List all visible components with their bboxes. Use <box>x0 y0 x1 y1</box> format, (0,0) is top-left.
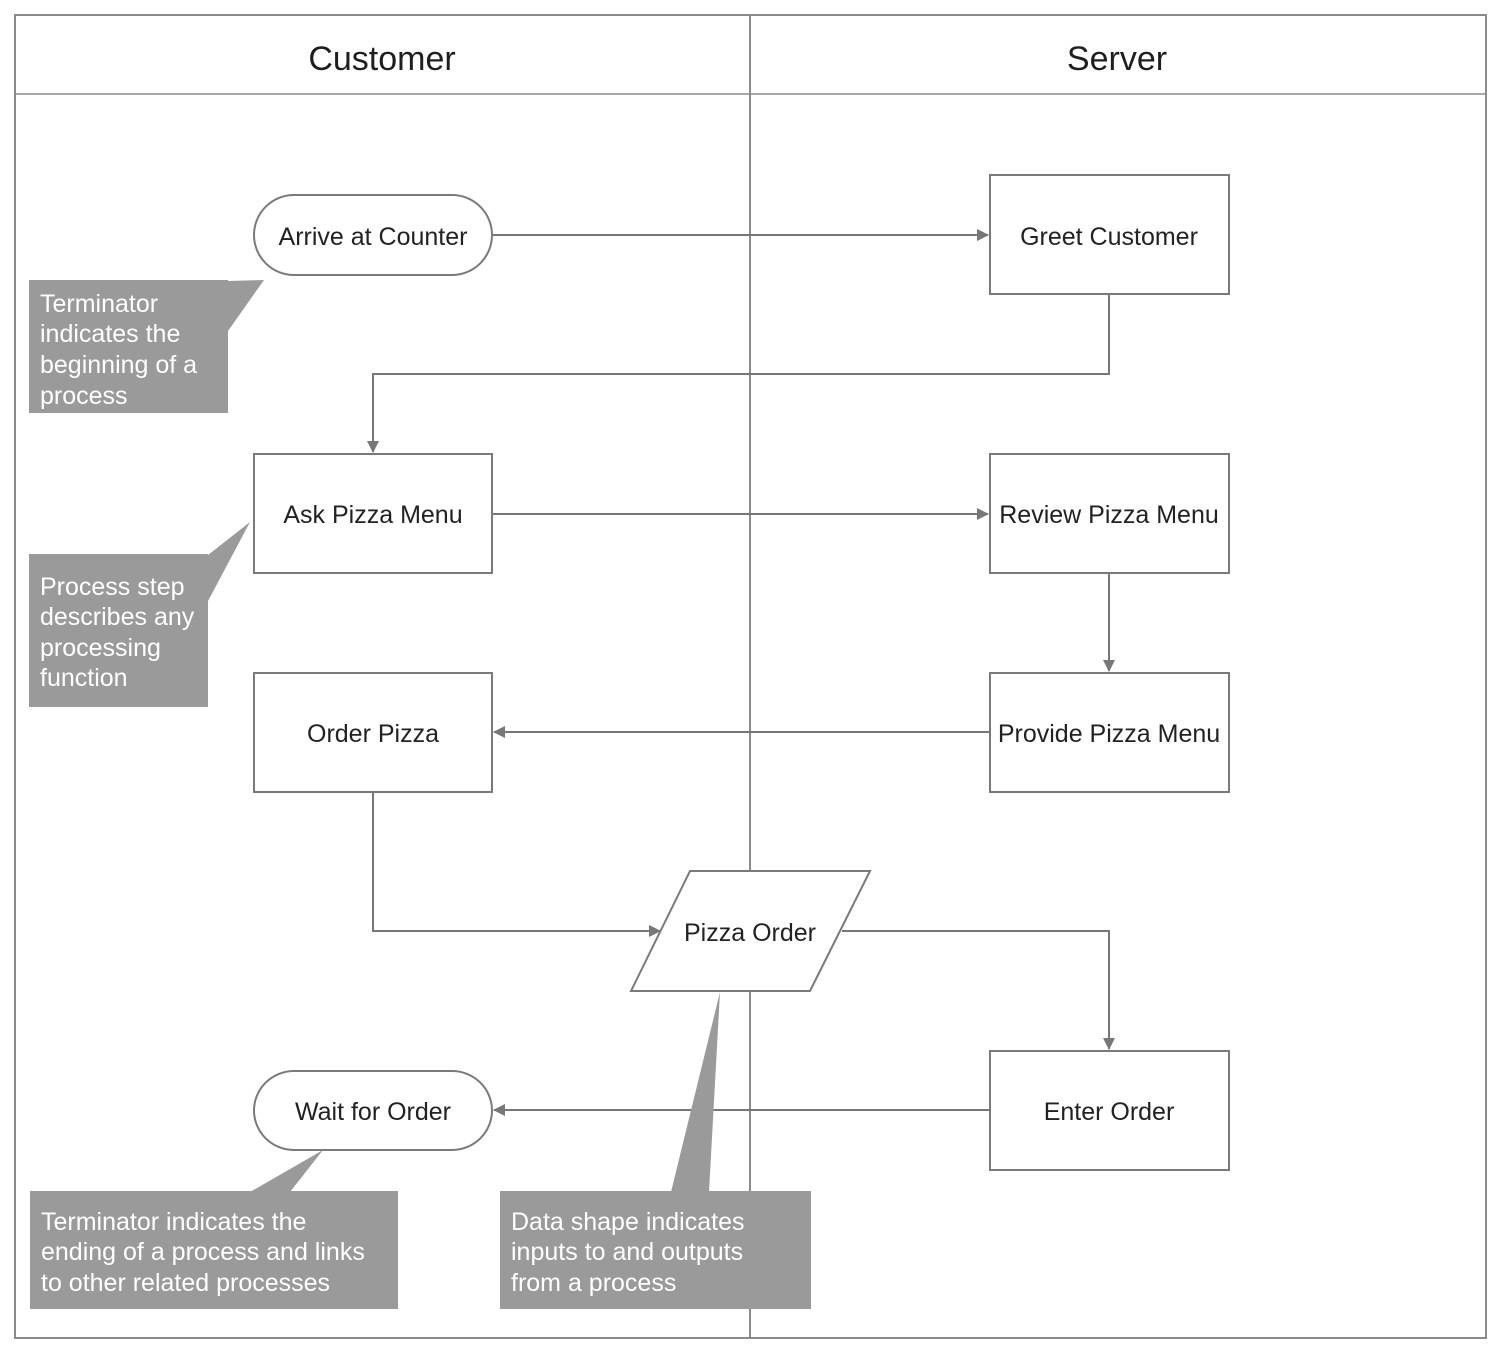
connector-order-to-data <box>372 792 661 937</box>
node-label: Order Pizza <box>307 720 439 748</box>
callout-process-step: Process step describes any processing fu… <box>29 522 250 707</box>
callout-data-shape: Data shape indicates inputs to and outpu… <box>500 992 811 1309</box>
node-review-pizza-menu[interactable]: Review Pizza Menu <box>989 453 1230 574</box>
connector-data-to-enter <box>842 930 1115 1050</box>
callout-terminator-end: Terminator indicates the ending of a pro… <box>30 1150 398 1309</box>
callout-pointer <box>250 1150 323 1192</box>
node-order-pizza[interactable]: Order Pizza <box>253 672 493 793</box>
node-arrive-at-counter[interactable]: Arrive at Counter <box>253 194 493 276</box>
node-enter-order[interactable]: Enter Order <box>989 1050 1230 1171</box>
node-label: Provide Pizza Menu <box>998 720 1220 748</box>
node-label: Wait for Order <box>295 1098 451 1126</box>
connectors <box>367 229 1115 1116</box>
callout-text: Process step describes any processing fu… <box>40 573 201 692</box>
terminator-shape <box>253 1070 493 1151</box>
node-provide-pizza-menu[interactable]: Provide Pizza Menu <box>989 672 1230 793</box>
callout-box <box>29 280 228 413</box>
callout-text: Terminator indicates the ending of a pro… <box>41 1208 372 1297</box>
node-label: Review Pizza Menu <box>999 501 1219 529</box>
terminator-shape <box>253 194 493 276</box>
node-label: Greet Customer <box>1020 223 1198 251</box>
node-wait-for-order[interactable]: Wait for Order <box>253 1070 493 1151</box>
node-pizza-order[interactable]: Pizza Order <box>629 870 872 992</box>
callout-pointer <box>170 522 250 601</box>
process-shape <box>989 453 1230 574</box>
callout-pointer <box>671 992 720 1192</box>
node-label: Pizza Order <box>684 919 816 947</box>
process-shape <box>989 174 1230 295</box>
node-label: Enter Order <box>1044 1098 1175 1126</box>
node-ask-pizza-menu[interactable]: Ask Pizza Menu <box>253 453 493 574</box>
data-shape <box>629 870 872 992</box>
process-shape <box>253 672 493 793</box>
process-shape <box>989 672 1230 793</box>
node-label: Ask Pizza Menu <box>283 501 462 529</box>
callout-box <box>29 554 208 707</box>
callout-terminator-begin: Terminator indicates the beginning of a … <box>29 280 264 413</box>
callout-text: Terminator indicates the beginning of a … <box>40 290 204 410</box>
callout-box <box>500 1191 811 1309</box>
node-greet-customer[interactable]: Greet Customer <box>989 174 1230 295</box>
lane-title-server: Server <box>1067 40 1167 78</box>
callout-box <box>30 1191 398 1309</box>
node-label: Arrive at Counter <box>279 223 468 251</box>
connector-greet-to-ask <box>367 294 1110 453</box>
lane-title-customer: Customer <box>308 40 455 78</box>
process-shape <box>989 1050 1230 1171</box>
process-shape <box>253 453 493 574</box>
callout-text: Data shape indicates inputs to and outpu… <box>511 1208 751 1297</box>
